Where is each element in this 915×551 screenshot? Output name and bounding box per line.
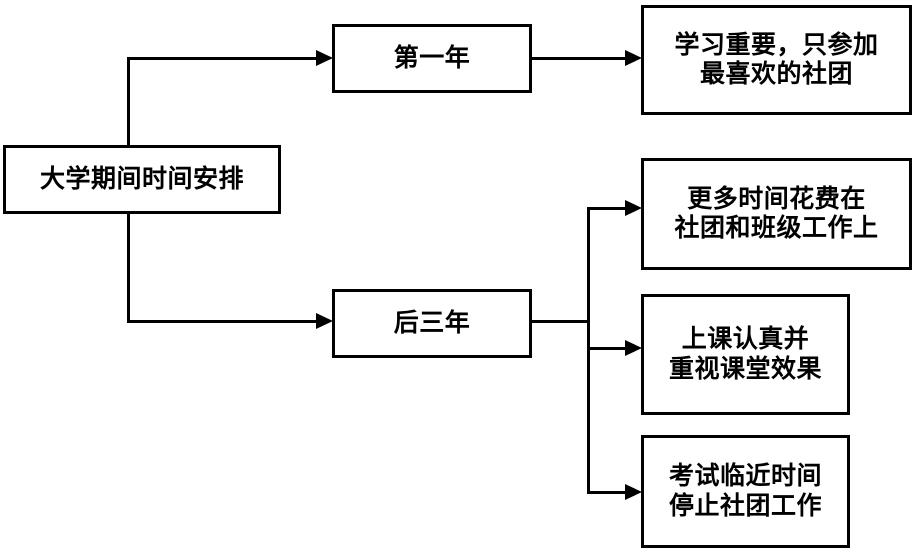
node-stage-year1[interactable]: 第一年 — [332, 24, 532, 93]
node-stage-years234[interactable]: 后三年 — [332, 289, 532, 358]
node-outcome-leaf-3-label: 上课认真并 重视课堂效果 — [668, 326, 822, 383]
connector-root-to-years234-vertical — [127, 210, 130, 322]
arrowhead-to-year1 — [316, 50, 333, 66]
node-outcome-leaf-4[interactable]: 考试临近时间 停止社团工作 — [641, 435, 850, 548]
arrowhead-to-leaf1 — [625, 50, 642, 66]
connector-root-to-year1-vertical — [127, 57, 130, 148]
connector-fan-to-leaf3 — [587, 347, 628, 350]
connector-root-to-year1-horizontal — [127, 57, 319, 60]
connector-root-to-years234-horizontal — [127, 320, 319, 323]
node-outcome-leaf-2[interactable]: 更多时间花费在 社团和班级工作上 — [641, 158, 912, 270]
node-outcome-leaf-3[interactable]: 上课认真并 重视课堂效果 — [641, 294, 850, 415]
connector-years234-to-fan — [531, 320, 590, 323]
node-root-label: 大学期间时间安排 — [39, 165, 244, 193]
arrowhead-to-years234 — [316, 313, 333, 329]
node-outcome-leaf-1[interactable]: 学习重要，只参加 最喜欢的社团 — [641, 5, 912, 115]
node-outcome-leaf-2-label: 更多时间花费在 社团和班级工作上 — [674, 185, 879, 243]
node-stage-years234-label: 后三年 — [393, 309, 471, 337]
connector-year1-to-leaf1 — [531, 57, 628, 60]
node-outcome-leaf-4-label: 考试临近时间 停止社团工作 — [668, 463, 822, 520]
arrowhead-to-leaf4 — [625, 484, 642, 500]
arrowhead-to-leaf3 — [625, 340, 642, 356]
node-outcome-leaf-1-label: 学习重要，只参加 最喜欢的社团 — [674, 31, 879, 89]
connector-fan-to-leaf4 — [587, 491, 628, 494]
node-stage-year1-label: 第一年 — [393, 44, 471, 72]
arrowhead-to-leaf2 — [625, 200, 642, 216]
node-root[interactable]: 大学期间时间安排 — [3, 145, 281, 214]
connector-fan-to-leaf2 — [587, 207, 628, 210]
connector-fan-vertical — [587, 207, 590, 494]
